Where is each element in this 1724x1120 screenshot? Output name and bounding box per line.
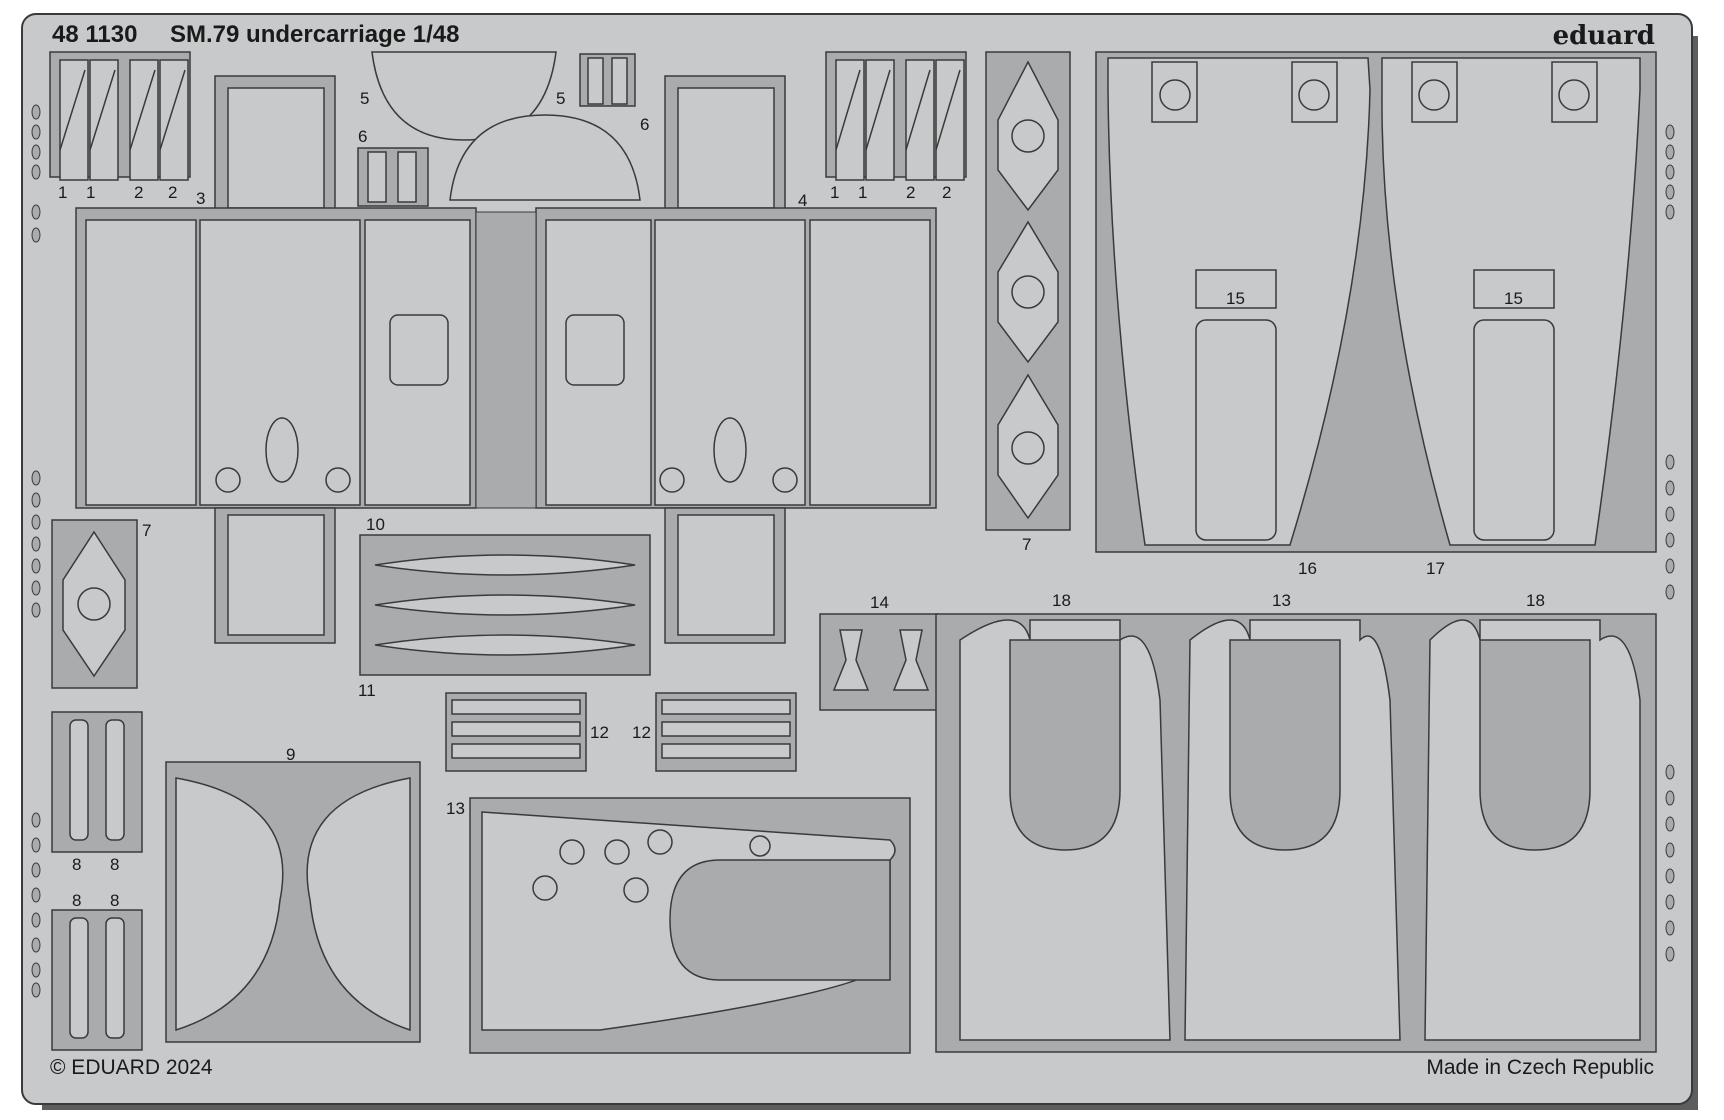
brand-logo: eduard bbox=[1553, 21, 1655, 51]
part-8-strips bbox=[51, 711, 143, 1051]
label-part-8: 8 bbox=[110, 855, 119, 874]
label-part-7: 7 bbox=[142, 521, 151, 540]
part-12-strips bbox=[445, 692, 797, 772]
part-5-arches bbox=[371, 51, 641, 201]
part-13-18-doors bbox=[935, 613, 1657, 1053]
label-part-1: 1 bbox=[830, 183, 839, 202]
label-part-10: 10 bbox=[366, 515, 385, 534]
label-part-11: 11 bbox=[358, 681, 376, 700]
fret-title: SM.79 undercarriage 1/48 bbox=[170, 21, 459, 48]
part-labels: 1 1 2 2 3 4 1 1 2 2 5 5 6 6 7 7 8 8 8 8 … bbox=[58, 89, 1545, 910]
label-part-5: 5 bbox=[556, 89, 565, 108]
label-part-4: 4 bbox=[798, 191, 807, 210]
label-part-6: 6 bbox=[640, 115, 649, 134]
part-6-brackets bbox=[357, 53, 636, 207]
part-1-2-right bbox=[825, 51, 967, 181]
label-part-12: 12 bbox=[632, 723, 651, 742]
label-part-18: 18 bbox=[1526, 591, 1545, 610]
part-1-2-left bbox=[49, 51, 191, 181]
part-3-wheel-well bbox=[75, 75, 477, 644]
part-9-doors bbox=[165, 761, 421, 1043]
label-part-2: 2 bbox=[906, 183, 915, 202]
part-14-hinges bbox=[819, 613, 939, 711]
label-part-1: 1 bbox=[86, 183, 95, 202]
label-part-13: 13 bbox=[1272, 591, 1291, 610]
label-part-2: 2 bbox=[168, 183, 177, 202]
label-part-6: 6 bbox=[358, 127, 367, 146]
label-part-5: 5 bbox=[360, 89, 369, 108]
label-part-1: 1 bbox=[58, 183, 67, 202]
label-part-2: 2 bbox=[942, 183, 951, 202]
copyright-text: © EDUARD 2024 bbox=[50, 1056, 213, 1079]
label-part-18: 18 bbox=[1052, 591, 1071, 610]
part-4-wheel-well bbox=[535, 75, 937, 644]
part-number: 48 1130 bbox=[52, 21, 137, 48]
part-13-lower-door bbox=[469, 797, 911, 1054]
label-part-3: 3 bbox=[196, 189, 205, 208]
label-part-8: 8 bbox=[72, 855, 81, 874]
label-part-8: 8 bbox=[72, 891, 81, 910]
label-part-17: 17 bbox=[1426, 559, 1445, 578]
part-10-11-rails bbox=[359, 534, 651, 676]
label-part-16: 16 bbox=[1298, 559, 1317, 578]
origin-text: Made in Czech Republic bbox=[1426, 1056, 1654, 1079]
label-part-2: 2 bbox=[134, 183, 143, 202]
label-part-13: 13 bbox=[446, 799, 465, 818]
fret-edge-markers bbox=[31, 104, 1675, 998]
label-part-8: 8 bbox=[110, 891, 119, 910]
label-part-15: 15 bbox=[1226, 289, 1245, 308]
part-15-16-17-panels bbox=[1095, 51, 1657, 553]
well-bridge bbox=[475, 211, 537, 509]
label-part-9: 9 bbox=[286, 745, 295, 764]
label-part-12: 12 bbox=[590, 723, 609, 742]
label-part-1: 1 bbox=[858, 183, 867, 202]
label-part-7: 7 bbox=[1022, 535, 1031, 554]
label-part-15: 15 bbox=[1504, 289, 1523, 308]
part-7-plates bbox=[51, 51, 1071, 689]
label-part-14: 14 bbox=[870, 593, 889, 612]
